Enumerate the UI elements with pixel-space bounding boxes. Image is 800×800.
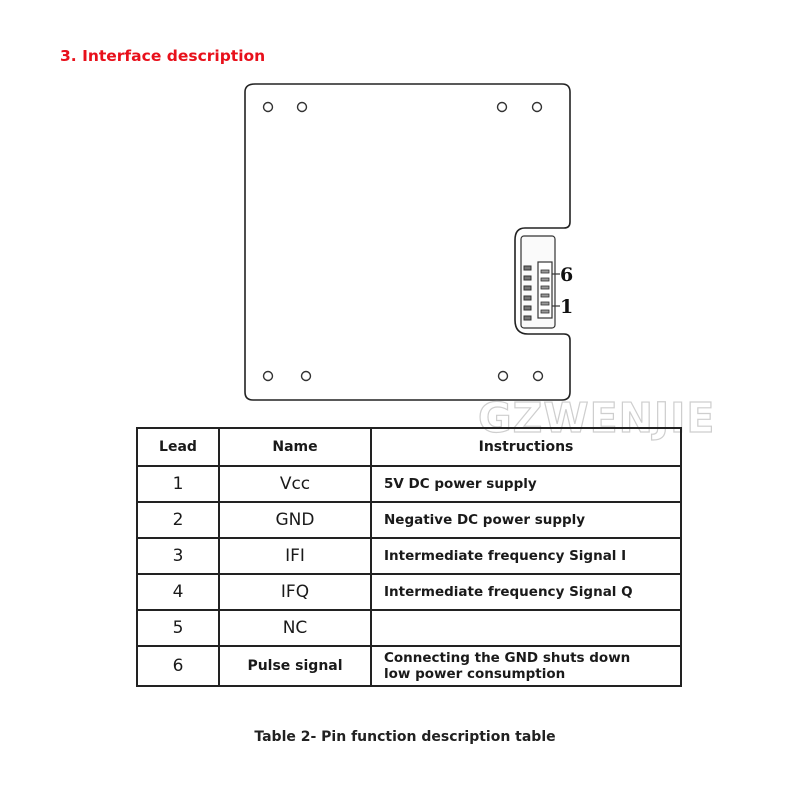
table-row: 3 IFI Intermediate frequency Signal I [136, 537, 682, 575]
lead-cell: 2 [136, 501, 220, 539]
pin-connector [520, 235, 560, 329]
table-row: 2 GND Negative DC power supply [136, 501, 682, 539]
lead-cell: 4 [136, 573, 220, 611]
pin-function-table: Lead Name Instructions 1 Vcc 5V DC power… [136, 427, 682, 687]
instructions-cell: Intermediate frequency Signal I [370, 537, 682, 575]
section-title: 3. Interface description [60, 47, 266, 65]
pin-1-label: 1 [560, 296, 574, 318]
table-row: 4 IFQ Intermediate frequency Signal Q [136, 573, 682, 611]
instructions-cell: 5V DC power supply [370, 465, 682, 503]
header-lead: Lead [136, 427, 220, 467]
table-caption: Table 2- Pin function description table [254, 729, 556, 745]
pin-6-label: 6 [560, 264, 574, 286]
name-cell: IFI [218, 537, 372, 575]
table-row: 1 Vcc 5V DC power supply [136, 465, 682, 503]
table-row: 6 Pulse signal Connecting the GND shuts … [136, 645, 682, 687]
name-cell: NC [218, 609, 372, 647]
instructions-cell [370, 609, 682, 647]
lead-cell: 5 [136, 609, 220, 647]
table-header-row: Lead Name Instructions [136, 427, 682, 467]
instructions-cell: Negative DC power supply [370, 501, 682, 539]
instructions-cell: Intermediate frequency Signal Q [370, 573, 682, 611]
mounting-holes [262, 101, 544, 382]
instructions-line: Connecting the GND shuts down [384, 650, 631, 666]
lead-cell: 3 [136, 537, 220, 575]
lead-cell: 6 [136, 645, 220, 687]
board-outline [244, 83, 571, 401]
header-instructions: Instructions [370, 427, 682, 467]
table-row: 5 NC [136, 609, 682, 647]
header-name: Name [218, 427, 372, 467]
instructions-cell: Connecting the GND shuts down low power … [370, 645, 682, 687]
instructions-line: low power consumption [384, 666, 566, 682]
name-cell: GND [218, 501, 372, 539]
name-cell: IFQ [218, 573, 372, 611]
name-cell: Vcc [218, 465, 372, 503]
lead-cell: 1 [136, 465, 220, 503]
name-cell: Pulse signal [218, 645, 372, 687]
